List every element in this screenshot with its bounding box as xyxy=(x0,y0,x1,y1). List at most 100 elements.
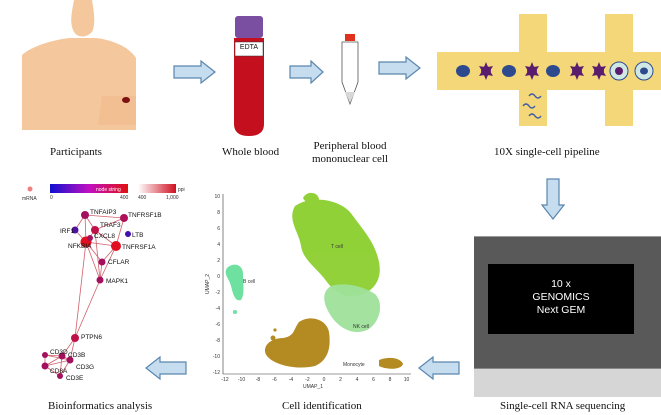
umap-ytick: 6 xyxy=(217,226,220,232)
umap-ytick: 10 xyxy=(214,194,220,200)
cluster-bcell xyxy=(225,264,244,314)
umap-xtick: -2 xyxy=(305,377,310,383)
label-cd3g: CD3G xyxy=(76,364,94,371)
arrow-right-2 xyxy=(289,60,324,84)
brand-line2: GENOMICS xyxy=(532,291,590,303)
umap-ytick: -2 xyxy=(216,290,221,296)
umap-ytick: 0 xyxy=(217,274,220,280)
node-tnfrsf1b xyxy=(120,214,128,222)
label-irf1: IRF1 xyxy=(60,228,74,235)
label-ptpn6: PTPN6 xyxy=(81,334,102,341)
umap-xtick: 10 xyxy=(404,377,410,383)
arrow-left-2 xyxy=(145,356,187,380)
tube-label: EDTA xyxy=(239,44,259,51)
label-tnfrsf1b: TNFRSF1B xyxy=(128,212,162,219)
caption-sequencing: Single-cell RNA sequencing xyxy=(500,400,626,412)
brand-line3: Next GEM xyxy=(536,304,586,316)
label-tnfrsf1a: TNFRSF1A xyxy=(122,244,156,251)
umap-ytick: -6 xyxy=(216,322,221,328)
arrow-left-1 xyxy=(418,356,460,380)
umap-xtick: 6 xyxy=(372,377,375,383)
arrow-right-3 xyxy=(378,56,421,80)
node-cd8a xyxy=(41,362,49,370)
arrow-right-1 xyxy=(173,60,216,84)
legend-tick-400b: 400 xyxy=(138,195,147,201)
node-cflar xyxy=(98,258,106,266)
node-cd3d xyxy=(42,352,48,358)
umap-ytick: 2 xyxy=(217,258,220,264)
node-cd3e xyxy=(57,373,63,379)
caption-cell-id: Cell identification xyxy=(282,400,362,412)
node-tnfaip3 xyxy=(81,211,89,219)
legend-node-gradient xyxy=(50,184,128,193)
umap-xtick: -10 xyxy=(238,377,245,383)
label-nkcell: NK cell xyxy=(353,324,369,330)
sequencer-panel xyxy=(488,264,634,334)
umap-xtick: -6 xyxy=(272,377,277,383)
node-ptpn6 xyxy=(71,334,79,342)
umap-ylabel: UMAP_2 xyxy=(205,274,211,294)
umap-ytick: -8 xyxy=(216,338,221,344)
sequencer-tray xyxy=(474,368,661,397)
legend-tick-0: 0 xyxy=(50,195,53,201)
label-tnfaip3: TNFAIP3 xyxy=(90,209,117,216)
pipeline-illustration xyxy=(437,14,661,126)
umap-ytick: 4 xyxy=(217,242,220,248)
legend-node-string: node string xyxy=(96,187,121,193)
caption-pipeline: 10X single-cell pipeline xyxy=(494,146,600,158)
node-cxcl8 xyxy=(87,235,93,241)
legend-mrna-dot xyxy=(27,186,33,192)
caption-whole-blood: Whole blood xyxy=(222,146,280,158)
arrow-down xyxy=(541,178,565,220)
brand-line1: 10 x xyxy=(551,278,571,290)
label-cflar: CFLAR xyxy=(108,259,130,266)
legend-ppi: ppi xyxy=(178,187,185,193)
umap-xtick: 4 xyxy=(356,377,359,383)
node-mapk1 xyxy=(96,276,104,284)
participant-illustration xyxy=(22,0,136,130)
umap-ytick: -4 xyxy=(216,306,221,312)
node-irf1 xyxy=(71,226,79,234)
label-cd3b: CD3B xyxy=(68,352,85,359)
legend-mrna: mRNA xyxy=(22,196,37,202)
caption-pbmc-line1: Peripheral blood xyxy=(313,140,387,152)
umap-xtick: -8 xyxy=(256,377,261,383)
label-cxcl8: CXCL8 xyxy=(94,233,115,240)
label-ltb: LTB xyxy=(132,232,143,239)
label-traf3: TRAF3 xyxy=(100,222,121,229)
blood-tube-illustration xyxy=(234,16,264,136)
cluster-monocyte xyxy=(264,318,403,369)
puncture-mark xyxy=(122,97,130,103)
caption-pbmc-line2: mononuclear cell xyxy=(311,153,389,165)
umap-xtick: -12 xyxy=(221,377,228,383)
caption-pbmc: Peripheral blood mononuclear cell xyxy=(300,140,400,166)
node-cd3b xyxy=(58,352,66,360)
legend-tick-400a: 400 xyxy=(120,195,129,201)
label-tcell: T cell xyxy=(331,244,343,250)
pbmc-tube-illustration xyxy=(341,34,359,106)
label-mapk1: MAPK1 xyxy=(106,278,128,285)
legend-tick-1000: 1,000 xyxy=(166,195,179,201)
label-cd3e: CD3E xyxy=(66,375,84,382)
cluster-nkcell xyxy=(324,284,381,333)
label-bcell: B cell xyxy=(243,279,255,285)
umap-ytick: -10 xyxy=(213,354,220,360)
umap-ytick: -12 xyxy=(213,370,220,376)
label-nfkbia: NFKBIA xyxy=(68,243,92,250)
label-cd3d: CD3D xyxy=(50,349,68,356)
umap-xtick: -4 xyxy=(289,377,294,383)
caption-bioinfo: Bioinformatics analysis xyxy=(48,400,153,412)
umap-xtick: 0 xyxy=(323,377,326,383)
umap-ytick: 8 xyxy=(217,210,220,216)
network-nodes xyxy=(41,211,131,379)
node-cd3g xyxy=(66,356,74,364)
legend-ppi-gradient xyxy=(138,184,176,193)
node-traf3 xyxy=(91,226,99,234)
label-monocyte: Monocyte xyxy=(343,362,365,368)
label-cd8a: CD8A xyxy=(50,368,68,375)
network-graph: mRNA node string ppi 0 400 400 1,000 xyxy=(22,184,185,382)
sequencer-brand: 10 x GENOMICS Next GEM xyxy=(488,278,634,317)
umap-xtick: 2 xyxy=(339,377,342,383)
caption-participants: Participants xyxy=(50,146,102,158)
